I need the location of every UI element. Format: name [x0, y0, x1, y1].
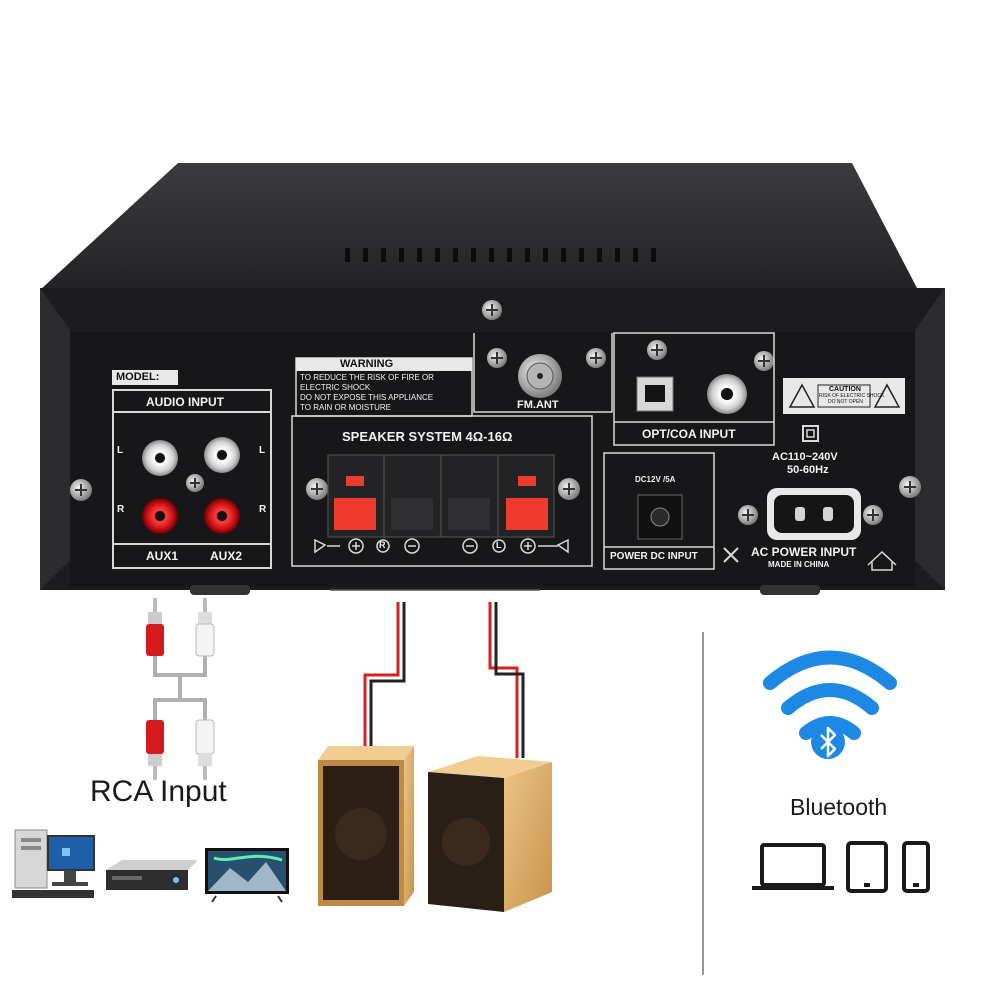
speaker-terminal-l-minus[interactable] [448, 498, 490, 530]
phone-icon [902, 841, 930, 893]
ac-spec-label: 50-60Hz [787, 464, 829, 476]
ac-spec-label: AC110~240V [772, 451, 838, 463]
speaker-terminal-l-plus[interactable] [506, 498, 548, 530]
ac-power-section [723, 378, 905, 571]
caution-title: CAUTION [829, 386, 861, 393]
fm-ant-label: FM.ANT [517, 399, 559, 411]
rca-input-caption: RCA Input [90, 775, 227, 808]
power-dc-input-label: POWER DC INPUT [610, 551, 698, 562]
foot-left [190, 585, 250, 595]
screw-icon [70, 300, 921, 525]
bluetooth-icon [811, 725, 845, 759]
power-dc-section [603, 452, 715, 570]
rca-plug-icon [146, 598, 215, 780]
ac-power-input-label: AC POWER INPUT [751, 545, 857, 559]
speaker-left [318, 746, 414, 906]
vent-slots [345, 248, 656, 262]
bluetooth-caption: Bluetooth [790, 794, 888, 820]
channel-l-label: L [117, 445, 124, 456]
warning-title: WARNING [340, 358, 394, 370]
dc-spec-label: DC12V /5A [635, 475, 676, 484]
amplifier [40, 163, 945, 595]
laptop-icon [752, 843, 834, 890]
made-in-label: MADE IN CHINA [768, 560, 830, 569]
speaker-system-label: SPEAKER SYSTEM 4Ω-16Ω [342, 429, 513, 444]
warning-line: TO RAIN OR MOISTURE [300, 403, 391, 412]
channel-r-label: R [117, 504, 125, 515]
warning-line: TO REDUCE THE RISK OF FIRE OR [300, 373, 434, 382]
speaker-wires [330, 589, 540, 758]
desktop-pc-icon [12, 829, 95, 898]
warning-line: ELECTRIC SHOCK [300, 383, 371, 392]
amplifier-top-cover [40, 163, 918, 290]
foot-right [760, 585, 820, 595]
wifi-signal-icon [763, 650, 897, 740]
aux1-label: AUX1 [146, 549, 179, 563]
opt-coa-section [613, 332, 775, 446]
caution-line: DO NOT OPEN [828, 399, 863, 405]
opt-coa-input-label: OPT/COA INPUT [642, 427, 736, 441]
tv-icon [205, 848, 289, 903]
dvd-player-icon [106, 860, 198, 890]
warning-line: DO NOT EXPOSE THIS APPLIANCE [300, 393, 434, 402]
audio-input-section [112, 370, 272, 569]
speaker-terminal-r-plus[interactable] [334, 498, 376, 530]
speaker-terminal-r-minus[interactable] [391, 498, 433, 530]
channel-r-label: R [259, 504, 267, 515]
aux2-label: AUX2 [210, 549, 243, 563]
speaker-terminal-section [291, 415, 593, 567]
fm-antenna-section [473, 333, 613, 413]
speaker-r-label: R [379, 540, 386, 550]
speaker-right [428, 756, 552, 912]
audio-input-title: AUDIO INPUT [146, 395, 224, 409]
caution-line: RISK OF ELECTRIC SHOCK [819, 393, 885, 399]
rca-y-cable [146, 598, 215, 780]
tablet-icon [846, 841, 888, 893]
model-label: MODEL: [116, 371, 160, 383]
channel-l-label: L [259, 445, 266, 456]
speaker-l-label: L [496, 540, 502, 550]
